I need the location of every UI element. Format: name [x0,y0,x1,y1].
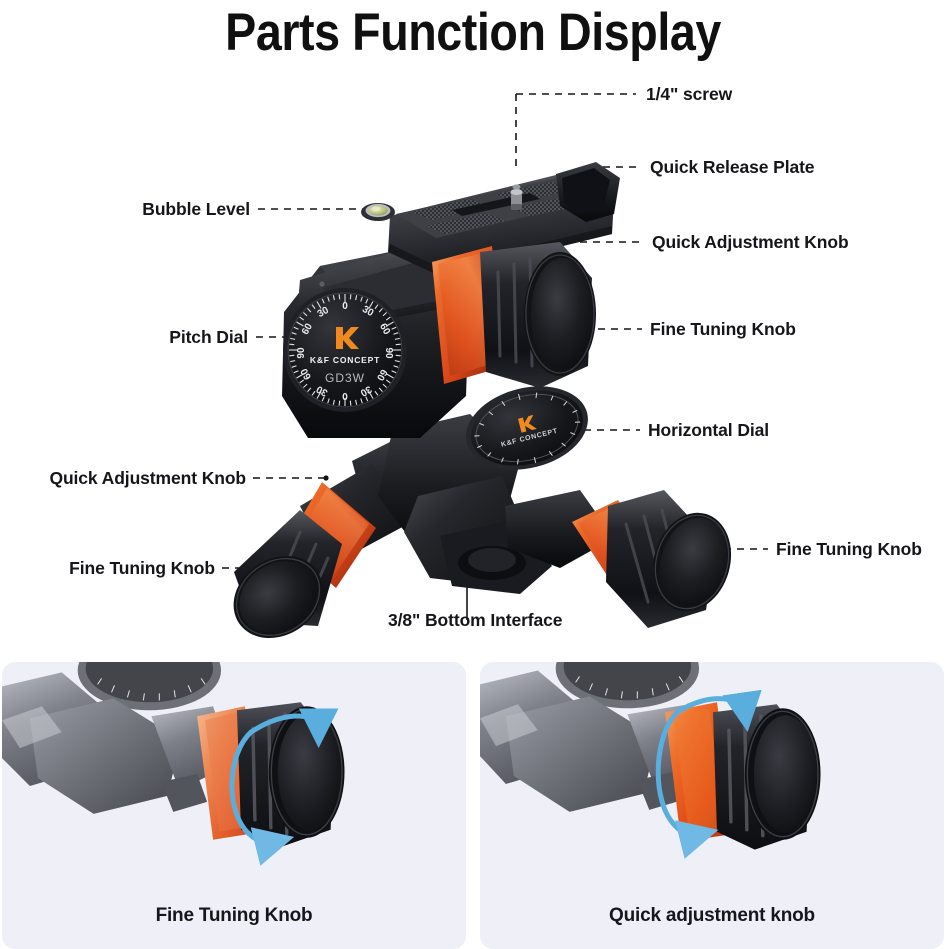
fine-tuning-knob-card[interactable]: Fine Tuning Knob [2,662,466,949]
svg-text:60: 60 [377,322,392,338]
product-diagram: 0 30 60 90 60 30 0 30 60 90 60 30 [0,66,946,660]
pitch-dial-model: GD3W [325,371,365,385]
rotation-arrow-icon [655,689,762,859]
horizontal-dial-ticks [474,392,581,465]
dial-partial [77,662,222,711]
callout-fine-tuning-knob-bottom-right: Fine Tuning Knob [776,539,922,559]
kf-logo-icon [336,327,359,349]
callout-quick-release-plate: Quick Release Plate [650,157,815,177]
quick-adjustment-knob-card-caption: Quick adjustment knob [609,905,815,926]
quarter-inch-screw [510,184,523,210]
svg-text:60: 60 [374,367,389,383]
callout-pitch-dial: Pitch Dial [169,327,248,347]
callout-bottom-interface: 3/8" Bottom Interface [388,610,563,630]
demo-cards: Fine Tuning Knob [0,662,946,949]
callout-fine-tuning-knob-right: Fine Tuning Knob [650,319,796,339]
pitch-dial-ticks [289,294,401,406]
callout-quick-adjustment-knob-left: Quick Adjustment Knob [49,468,246,488]
pitch-dial-numbers: 0 30 60 90 60 30 0 30 60 90 60 30 [296,301,394,401]
fine-tuning-knob-card-caption: Fine Tuning Knob [155,905,313,926]
svg-text:60: 60 [299,366,314,382]
callout-quarter-screw: 1/4" screw [646,84,733,104]
quick-adjustment-knob-left-part [233,482,376,639]
fine-tuning-knob-illustration [2,662,345,866]
geared-head-body: 0 30 60 90 60 30 0 30 60 90 60 30 [233,162,732,639]
bubble-level-part [361,203,395,221]
svg-text:90: 90 [383,347,394,359]
horizontal-dial-part: K&F CONCEPT [466,386,588,470]
quick-release-plate-part [388,162,620,276]
page-title: Parts Function Display [225,3,721,62]
svg-text:30: 30 [316,305,332,320]
pitch-dial-part: 0 30 60 90 60 30 0 30 60 90 60 30 [283,281,407,412]
fine-tuning-knob-upper-right-part [432,242,596,388]
dial-partial [555,662,700,709]
product-illustration: 0 30 60 90 60 30 0 30 60 90 60 30 [222,93,768,639]
svg-text:60: 60 [300,321,315,337]
quick-adjustment-knob-illustration [480,662,821,859]
callout-quick-adjustment-knob-top: Quick Adjustment Knob [652,232,849,252]
fine-tuning-knob-lower-right-part [572,490,732,628]
svg-text:30: 30 [358,383,374,398]
pitch-dial-brand: K&F CONCEPT [310,355,380,365]
callout-bubble-level: Bubble Level [142,199,250,219]
svg-text:90: 90 [296,347,307,359]
svg-text:0: 0 [342,301,348,312]
callout-fine-tuning-knob-left: Fine Tuning Knob [69,558,215,578]
svg-text:0: 0 [342,390,348,401]
svg-text:30: 30 [314,383,330,398]
quick-adjustment-knob-card[interactable]: Quick adjustment knob [480,662,944,949]
callout-horizontal-dial: Horizontal Dial [648,420,770,440]
svg-text:30: 30 [360,304,376,319]
rotation-arrow-icon [229,708,339,866]
